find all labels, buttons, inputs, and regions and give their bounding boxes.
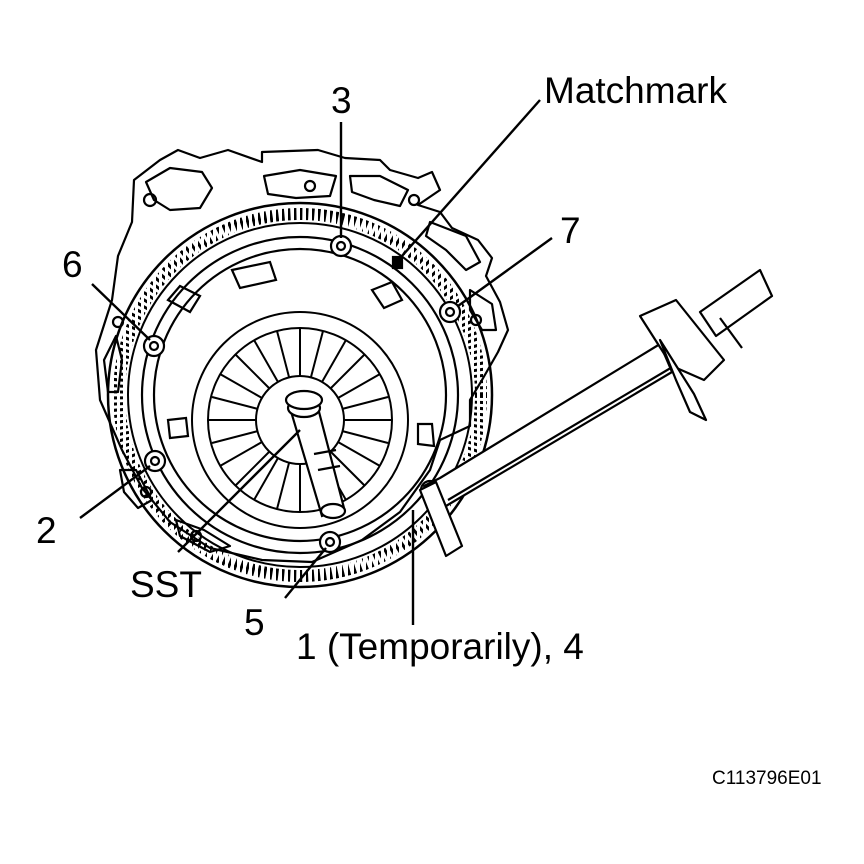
- bolt-3: [329, 234, 353, 258]
- sst-label: SST: [130, 564, 202, 605]
- bolt-5-label: 5: [244, 602, 265, 643]
- matchmark-paint: [391, 255, 404, 270]
- bolt-2-label: 2: [36, 510, 57, 551]
- bolt-3-label: 3: [331, 80, 352, 121]
- leader-lines: [79, 99, 553, 625]
- bolt-6: [142, 334, 166, 358]
- bolt-5: [318, 530, 342, 554]
- bolt-7-label: 7: [560, 210, 581, 251]
- bolt-7: [438, 300, 462, 324]
- sst-alignment-tool: [284, 389, 347, 520]
- clutch-cover: [140, 235, 460, 555]
- figure-code: C113796E01: [712, 768, 822, 789]
- flywheel-ring-gear: [106, 201, 494, 589]
- matchmark-label: Matchmark: [544, 70, 727, 111]
- bolt-6-label: 6: [62, 244, 83, 285]
- torque-wrench: [418, 268, 774, 558]
- bolt-1-4-label: 1 (Temporarily), 4: [296, 626, 584, 667]
